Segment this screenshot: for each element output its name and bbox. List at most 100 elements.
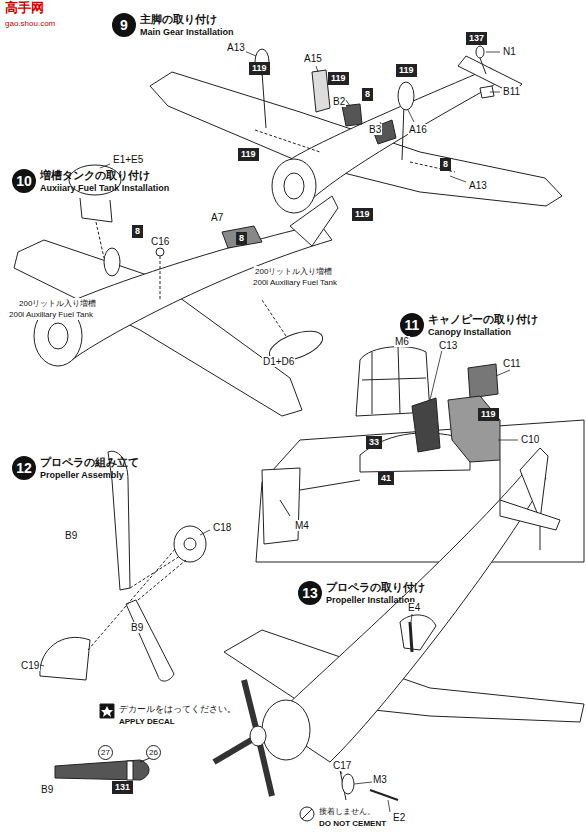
hub	[174, 526, 206, 562]
step-title: キャノピーの取り付けCanopy Installation	[428, 312, 538, 337]
part-m4	[262, 468, 300, 544]
part-a7	[222, 226, 262, 248]
part-label: N1	[502, 46, 517, 57]
wheel	[398, 82, 414, 110]
part-label: APPLY DECAL	[118, 716, 176, 727]
decal-icon	[100, 704, 114, 718]
step-title: 主脚の取り付けMain Gear Installation	[140, 12, 234, 37]
part-label: C19	[20, 660, 40, 671]
watermark: 高手网	[4, 2, 45, 13]
step-number: 10	[12, 169, 36, 193]
leader	[262, 300, 286, 336]
part-label: B9	[130, 622, 144, 633]
leader	[106, 756, 150, 762]
part-label: M3	[372, 774, 388, 785]
paint-callout: 119	[249, 62, 270, 75]
fuselage	[286, 68, 506, 208]
part-c13	[412, 398, 440, 452]
step-heading: 9主脚の取り付けMain Gear Installation	[112, 12, 234, 37]
propeller	[214, 680, 272, 796]
part-c11	[468, 364, 498, 398]
part-c16	[156, 248, 164, 256]
paint-callout: 41	[378, 472, 394, 485]
part-label: 200リットル入り増槽	[254, 266, 333, 277]
paint-callout: 119	[352, 208, 373, 221]
part-label: D1+D6	[262, 356, 295, 367]
hub-center	[184, 538, 196, 550]
callout-number: 119	[241, 149, 256, 159]
part-label: A7	[210, 212, 224, 223]
blade-decal	[55, 760, 149, 780]
part-label: C16	[150, 236, 170, 247]
part-label: M4	[294, 520, 310, 531]
part-label: A15	[303, 53, 323, 64]
step-title-jp: プロペラの取り付け	[326, 580, 425, 595]
tail	[290, 196, 338, 246]
callout-number: 137	[469, 33, 484, 43]
part-label: E4	[407, 602, 421, 613]
step-title-jp: プロペラの組み立て	[40, 455, 139, 470]
callout-number: 27	[101, 748, 110, 758]
step-title-jp: 主脚の取り付け	[140, 12, 234, 27]
part-label: A16	[408, 124, 428, 135]
step-title: 増槽タンクの取り付けAuxiiary Fuel Tank Installatio…	[40, 168, 169, 193]
callout-number: 119	[331, 73, 346, 83]
part-label: B11	[502, 86, 521, 97]
part-label: 200リットル入り増槽	[18, 298, 97, 309]
callout-number: 8	[365, 89, 370, 99]
gear-well	[255, 130, 455, 172]
canopy	[400, 615, 436, 650]
step-heading: 12プロペラの組み立てPropeller Assembly	[12, 455, 139, 480]
callout-number: 119	[355, 209, 370, 219]
watermark: gao.shou.com	[4, 18, 56, 29]
canopy-frame	[362, 346, 426, 414]
decal-number: 26	[146, 745, 161, 760]
part-label: 200l Auxiliary Fuel Tank	[252, 277, 338, 288]
step-title-en: Auxiiary Fuel Tank Installation	[40, 183, 169, 193]
pylon	[80, 198, 112, 222]
paint-callout: 119	[396, 64, 417, 77]
paint-callout: 137	[466, 32, 487, 45]
leader	[96, 222, 104, 258]
part-label: 接着しません。	[318, 806, 376, 817]
part-label: C11	[502, 358, 522, 369]
part-label: M6	[394, 336, 410, 347]
part-label: C17	[332, 760, 352, 771]
tailplane	[500, 500, 560, 530]
paint-callout: 131	[112, 781, 133, 794]
part-label: B2	[332, 96, 346, 107]
callout-number: 8	[135, 226, 140, 236]
part-e4	[410, 622, 412, 652]
callout-number: 119	[481, 409, 496, 419]
cowling-front	[284, 173, 304, 199]
step-title-jp: 増槽タンクの取り付け	[40, 168, 169, 183]
wheel	[104, 248, 120, 276]
callout-number: 119	[399, 65, 414, 75]
blade	[126, 600, 174, 681]
callout-number: 33	[369, 437, 379, 447]
paint-callout: 8	[236, 232, 247, 245]
callout-number: 8	[239, 233, 244, 243]
part-label: A13	[468, 180, 488, 191]
no-cement-slash	[302, 809, 312, 819]
cowling	[262, 700, 310, 760]
spinner	[40, 637, 90, 680]
leader	[88, 548, 186, 650]
gear-leg	[262, 72, 266, 128]
step-number: 13	[298, 581, 322, 605]
leader	[280, 500, 290, 516]
part-label: B3	[368, 124, 382, 135]
step-number: 11	[400, 313, 424, 337]
part-label: 200l Auxiliary Fuel Tank	[8, 309, 94, 320]
no-cement-icon	[300, 807, 314, 821]
callout-number: 26	[149, 748, 158, 758]
decal-star	[101, 706, 113, 717]
spinner	[250, 726, 266, 746]
part-m3	[342, 774, 354, 794]
paint-callout: 119	[478, 408, 499, 421]
step-heading: 10増槽タンクの取り付けAuxiiary Fuel Tank Installat…	[12, 168, 169, 193]
tail-wheel	[476, 46, 484, 58]
part-label: C10	[520, 434, 540, 445]
step-heading: 13プロペラの取り付けPropeller Installation	[298, 580, 425, 605]
callout-number: 8	[443, 159, 448, 169]
